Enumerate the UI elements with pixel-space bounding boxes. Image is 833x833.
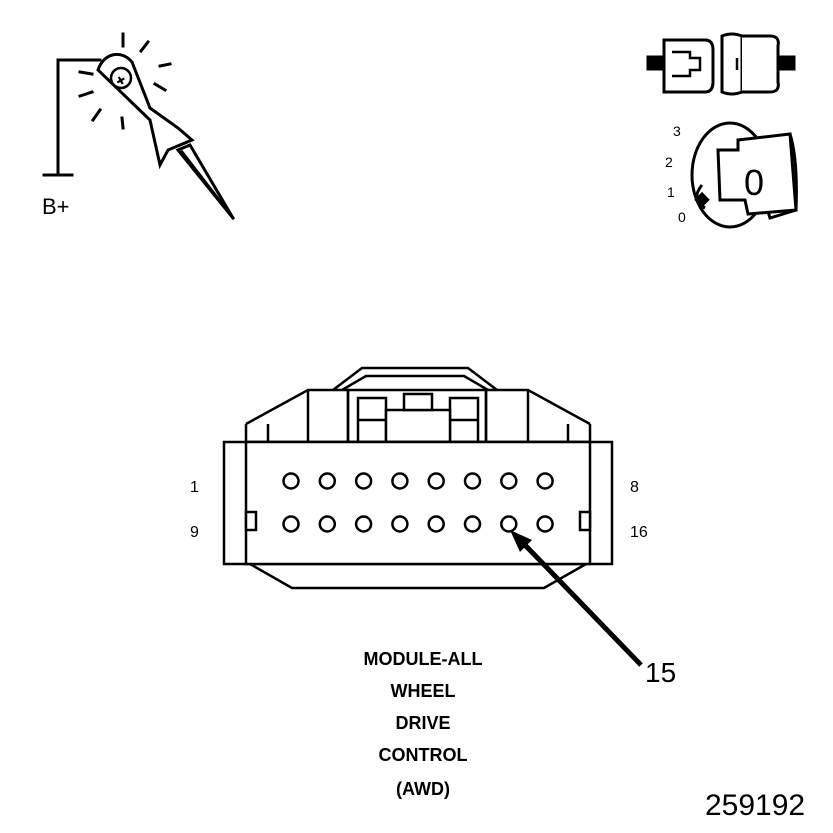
pin-cavity-11 bbox=[354, 515, 373, 533]
pin-cavity-3 bbox=[354, 472, 373, 490]
pin-cavity-10 bbox=[318, 515, 337, 533]
ignition-position-0: 0 bbox=[678, 209, 686, 225]
caption-line-1: MODULE-ALL bbox=[364, 649, 483, 669]
caption-line-2: WHEEL bbox=[391, 681, 456, 701]
pin-cavity-8 bbox=[536, 472, 554, 490]
caption-line-4: CONTROL bbox=[379, 745, 468, 765]
ignition-position-2: 2 bbox=[665, 154, 673, 170]
connector-disconnect-icon bbox=[646, 32, 796, 96]
pin-cavity-5 bbox=[427, 472, 445, 490]
pin-label-8: 8 bbox=[630, 479, 639, 496]
pin-label-1: 1 bbox=[190, 479, 199, 496]
pin-cavity-14 bbox=[463, 515, 482, 533]
ignition-position-3: 3 bbox=[673, 123, 681, 139]
pin-cavity-12 bbox=[391, 515, 409, 533]
pin-cavity-6 bbox=[463, 472, 482, 490]
voltage-label: B+ bbox=[42, 194, 70, 219]
ignition-position-1: 1 bbox=[667, 184, 675, 200]
pin-label-16: 16 bbox=[630, 524, 648, 541]
caption-line-5: (AWD) bbox=[396, 779, 450, 799]
callout-arrow bbox=[510, 530, 643, 667]
key-symbol: 0 bbox=[744, 162, 764, 203]
module-caption: MODULE-ALL WHEEL DRIVE CONTROL (AWD) bbox=[364, 649, 483, 799]
pin-cavity-13 bbox=[427, 515, 445, 533]
connector-pins bbox=[282, 472, 554, 533]
figure-id: 259192 bbox=[705, 789, 805, 822]
test-lamp-icon: ✚ bbox=[42, 32, 236, 221]
caption-line-3: DRIVE bbox=[395, 713, 450, 733]
pin-cavity-15 bbox=[500, 515, 518, 533]
ignition-switch-icon: 0 bbox=[690, 121, 798, 229]
pin-cavity-2 bbox=[318, 472, 337, 490]
callout-pin-label: 15 bbox=[645, 657, 676, 688]
connector-face bbox=[222, 366, 614, 590]
pin-cavity-4 bbox=[391, 472, 409, 490]
pin-cavity-1 bbox=[282, 472, 300, 490]
pin-label-9: 9 bbox=[190, 524, 199, 541]
pin-cavity-9 bbox=[282, 515, 300, 533]
pin-cavity-7 bbox=[500, 472, 518, 490]
pin-cavity-16 bbox=[536, 515, 554, 533]
